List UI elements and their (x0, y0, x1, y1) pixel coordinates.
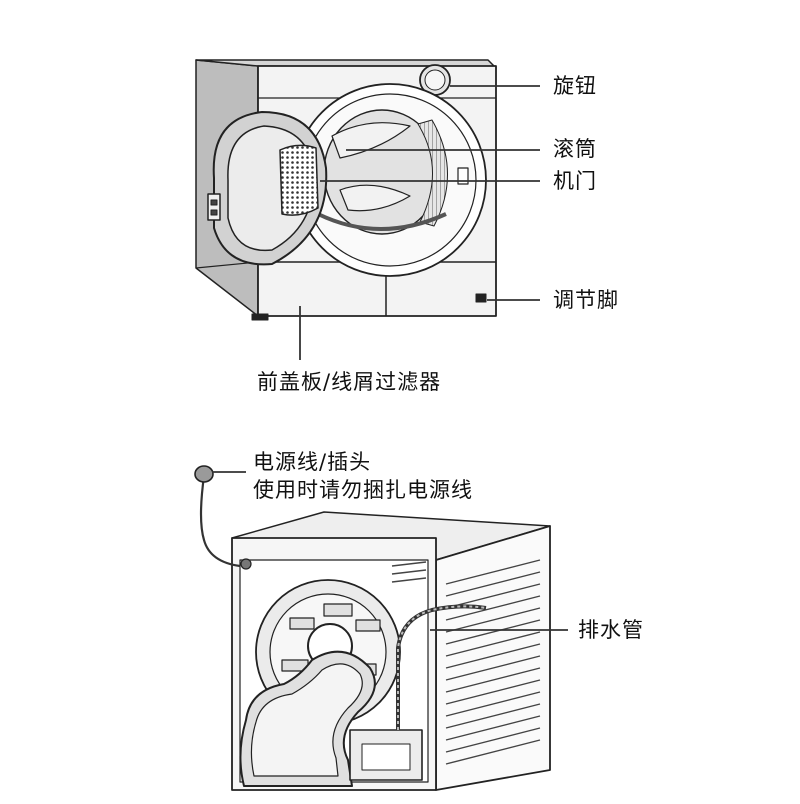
label-door: 机门 (553, 169, 597, 193)
door (207, 111, 328, 266)
label-drain-hose: 排水管 (578, 618, 644, 642)
door-hinge (207, 193, 221, 221)
side-vents (445, 559, 541, 765)
label-drum: 滚筒 (553, 137, 597, 161)
label-front-panel: 前盖板/线屑过滤器 (257, 370, 442, 394)
dryer-front-view (195, 59, 497, 321)
leader-lines-bottom (212, 471, 568, 631)
door-latch (457, 167, 469, 185)
label-power-cord: 电源线/插头 (253, 450, 372, 474)
leader-lines-top (299, 85, 540, 360)
adjustable-foot-left (251, 313, 269, 321)
label-knob: 旋钮 (553, 74, 597, 98)
label-power-cord-warning: 使用时请勿捆扎电源线 (253, 478, 473, 502)
lint-mesh (279, 144, 319, 216)
adjustable-foot-right (475, 293, 487, 303)
dryer-rear-view (194, 465, 551, 791)
door-opening (293, 83, 487, 277)
power-plug (194, 465, 214, 483)
power-cord (194, 465, 252, 570)
label-feet: 调节脚 (553, 288, 619, 312)
